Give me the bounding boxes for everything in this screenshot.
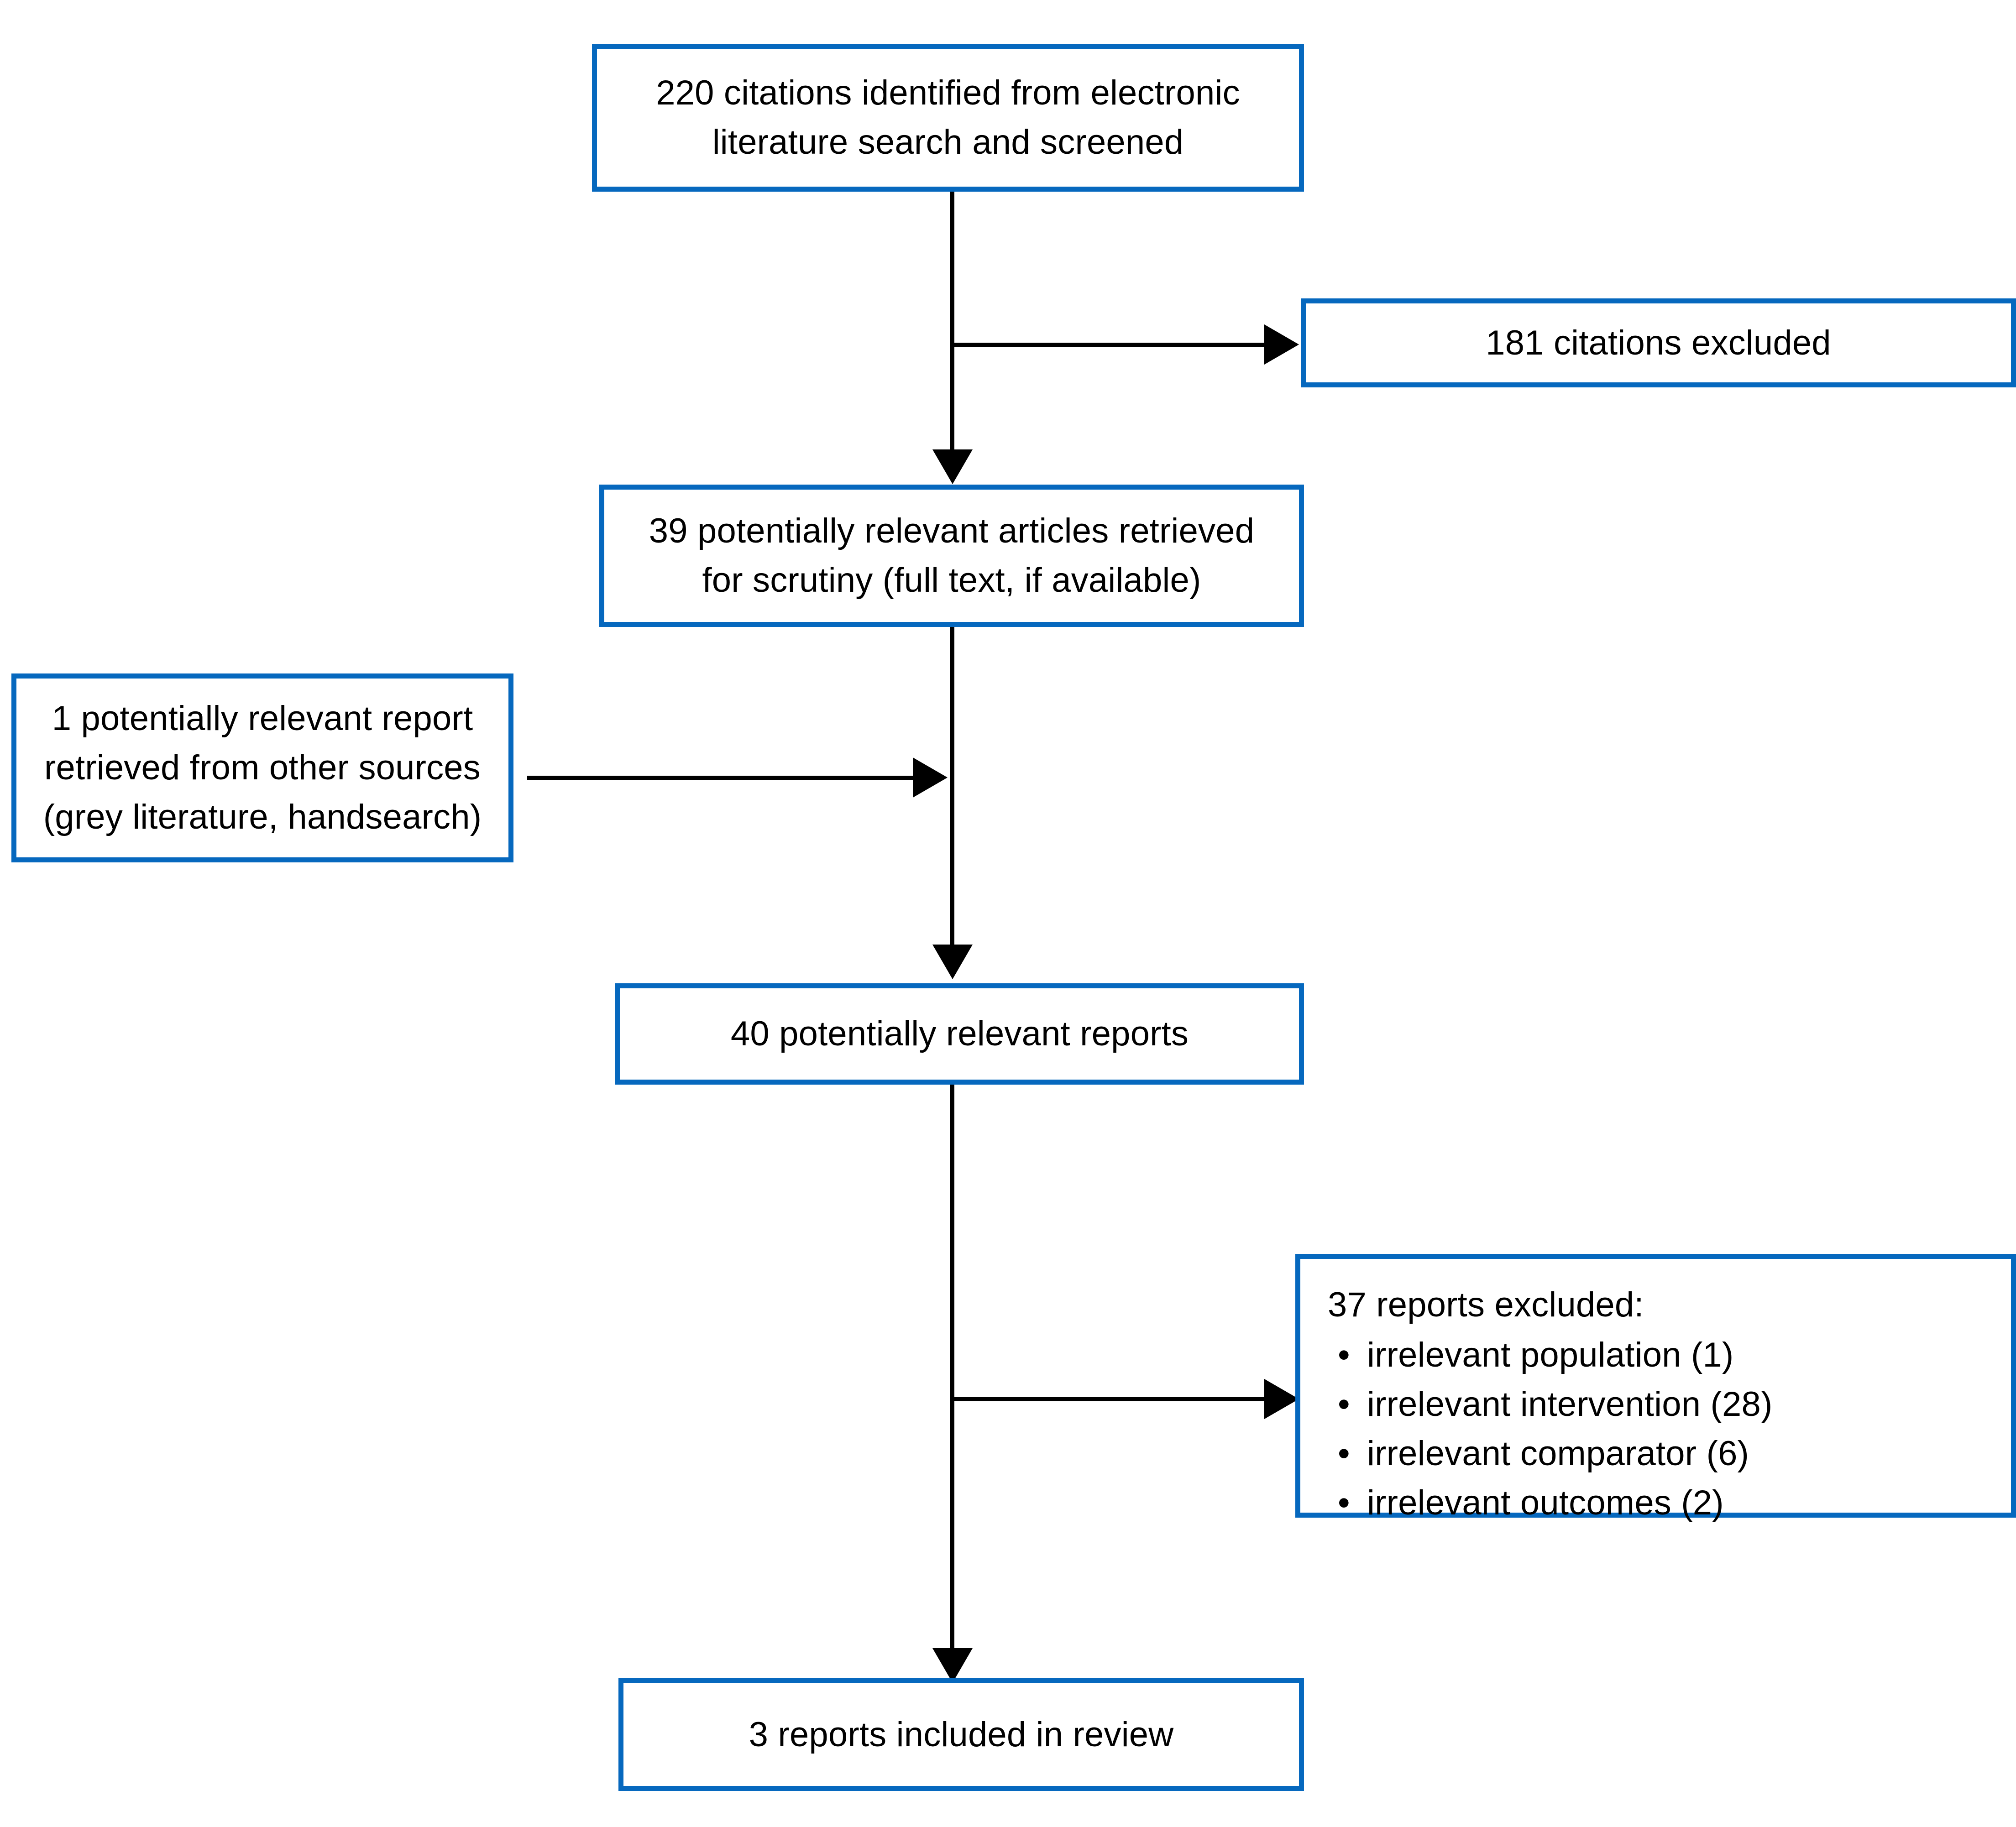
box-articles-retrieved: 39 potentially relevant articles retriev… bbox=[599, 485, 1304, 627]
list-item: • irrelevant intervention (28) bbox=[1328, 1380, 2011, 1429]
box-citations-identified: 220 citations identified from electronic… bbox=[592, 44, 1304, 192]
arrowhead-down-to-potentially-relevant bbox=[932, 945, 973, 979]
exclusion-reason-label: irrelevant intervention (28) bbox=[1367, 1384, 1773, 1424]
box-reports-included: 3 reports included in review bbox=[618, 1678, 1304, 1791]
box-citations-excluded: 181 citations excluded bbox=[1301, 298, 2016, 387]
arrowhead-right-to-excluded-reports bbox=[1264, 1379, 1299, 1419]
bullet-icon: • bbox=[1338, 1483, 1350, 1522]
list-item: • irrelevant comparator (6) bbox=[1328, 1429, 2011, 1478]
exclusion-content: 37 reports excluded: • irrelevant popula… bbox=[1300, 1259, 2011, 1527]
box-reports-excluded-title: 37 reports excluded: bbox=[1328, 1285, 1644, 1324]
box-other-sources-report: 1 potentially relevant report retrieved … bbox=[11, 673, 513, 862]
connector-identified-to-retrieved bbox=[950, 192, 954, 452]
exclusion-reason-list: • irrelevant population (1) • irrelevant… bbox=[1328, 1331, 2011, 1528]
bullet-icon: • bbox=[1338, 1434, 1350, 1473]
arrowhead-down-to-retrieved bbox=[932, 449, 973, 484]
arrowhead-right-into-trunk bbox=[913, 757, 948, 798]
arrowhead-right-to-excluded-citations bbox=[1264, 324, 1299, 365]
arrowhead-down-to-included bbox=[932, 1648, 973, 1683]
connector-retrieved-to-potentially-relevant bbox=[950, 627, 954, 946]
bullet-icon: • bbox=[1338, 1335, 1350, 1374]
list-item: • irrelevant population (1) bbox=[1328, 1331, 2011, 1380]
box-other-sources-report-label: 1 potentially relevant report retrieved … bbox=[43, 699, 482, 836]
connector-to-excluded-citations bbox=[952, 343, 1267, 347]
exclusion-reason-label: irrelevant comparator (6) bbox=[1367, 1434, 1749, 1473]
bullet-icon: • bbox=[1338, 1384, 1350, 1424]
exclusion-reason-label: irrelevant outcomes (2) bbox=[1367, 1483, 1724, 1522]
connector-to-excluded-reports bbox=[952, 1397, 1267, 1401]
box-potentially-relevant-reports: 40 potentially relevant reports bbox=[615, 983, 1304, 1085]
connector-potentially-relevant-to-included bbox=[950, 1085, 954, 1650]
box-reports-included-label: 3 reports included in review bbox=[749, 1715, 1174, 1754]
connector-other-sources-to-trunk bbox=[527, 776, 920, 780]
box-potentially-relevant-reports-label: 40 potentially relevant reports bbox=[730, 1014, 1189, 1054]
box-citations-identified-label: 220 citations identified from electronic… bbox=[656, 73, 1240, 162]
box-articles-retrieved-label: 39 potentially relevant articles retriev… bbox=[649, 512, 1255, 600]
exclusion-reason-label: irrelevant population (1) bbox=[1367, 1335, 1734, 1374]
box-reports-excluded: 37 reports excluded: • irrelevant popula… bbox=[1295, 1254, 2016, 1522]
list-item: • irrelevant outcomes (2) bbox=[1328, 1478, 2011, 1528]
box-citations-excluded-label: 181 citations excluded bbox=[1486, 323, 1831, 362]
